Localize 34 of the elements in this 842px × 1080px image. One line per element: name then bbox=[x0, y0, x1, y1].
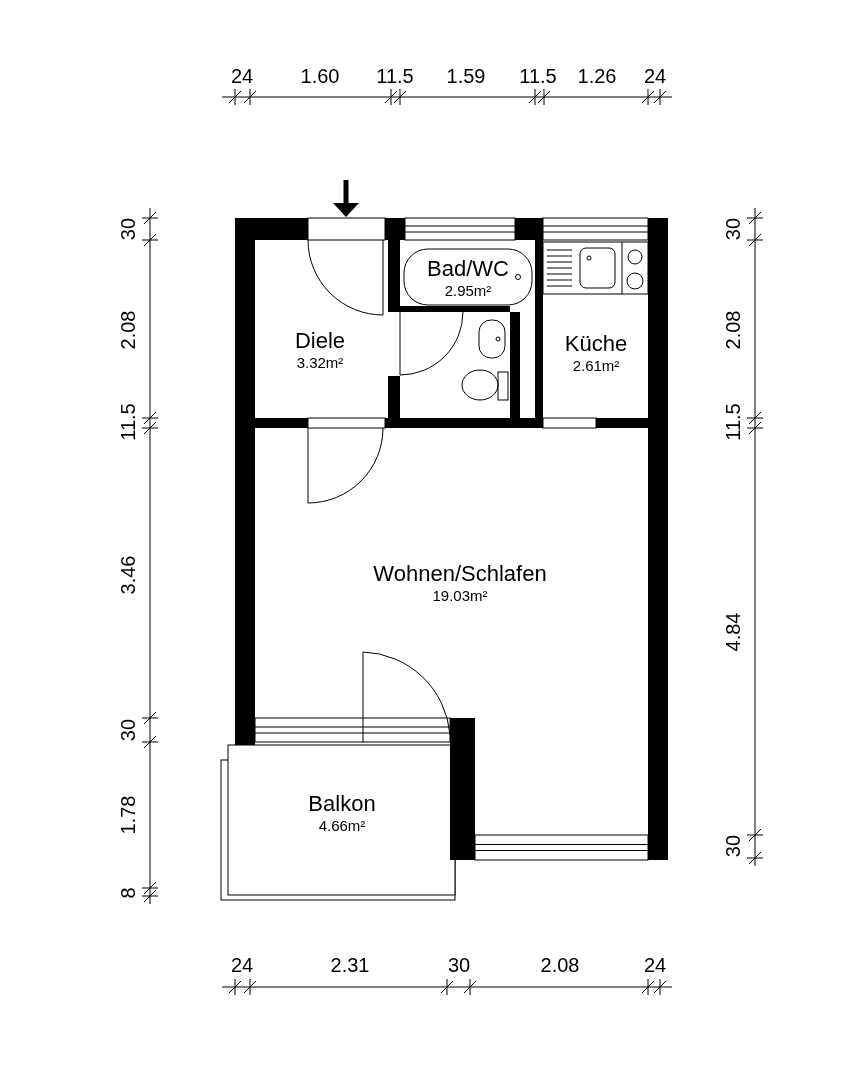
room-name: Diele bbox=[294, 328, 346, 354]
room-name: Wohnen/Schlafen bbox=[373, 560, 547, 587]
dimension-label: 11.5 bbox=[376, 65, 414, 87]
dimension-label: 30 bbox=[722, 834, 744, 858]
dimension-label: 30 bbox=[722, 217, 744, 241]
dimension-label: 4.84 bbox=[722, 612, 744, 652]
dimension-label: 11.5 bbox=[722, 403, 744, 441]
dimension-label: 2.08 bbox=[117, 310, 139, 350]
dimension-label: 1.78 bbox=[117, 795, 139, 835]
dimension-label: 3.46 bbox=[117, 555, 139, 595]
dimension-label: 1.26 bbox=[577, 65, 617, 87]
dimension-label: 8 bbox=[117, 887, 139, 899]
dimension-label: 2.31 bbox=[330, 954, 370, 976]
room-name: Balkon bbox=[308, 790, 376, 817]
room-name: Küche bbox=[564, 330, 628, 357]
room-size: 2.95m² bbox=[444, 282, 492, 300]
dimension-label: 2.08 bbox=[540, 954, 580, 976]
dimension-label: 11.5 bbox=[519, 65, 557, 87]
room-size: 3.32m² bbox=[296, 354, 344, 372]
dimension-label: 24 bbox=[230, 954, 254, 976]
dimension-label: 1.60 bbox=[300, 65, 340, 87]
room-size: 2.61m² bbox=[572, 356, 620, 375]
room-name: Bad/WC bbox=[427, 256, 509, 282]
dimension-label: 11.5 bbox=[117, 403, 139, 441]
dimension-label: 2.08 bbox=[722, 310, 744, 350]
dimension-label: 1.59 bbox=[446, 65, 486, 87]
room-size: 4.66m² bbox=[318, 816, 366, 835]
dimension-label: 30 bbox=[447, 954, 471, 976]
dimension-label: 24 bbox=[230, 65, 254, 87]
dimension-label: 30 bbox=[117, 217, 139, 241]
dimension-label: 30 bbox=[117, 718, 139, 742]
dimension-label: 24 bbox=[643, 65, 667, 87]
dimension-label: 24 bbox=[643, 954, 667, 976]
room-size: 19.03m² bbox=[432, 586, 488, 605]
